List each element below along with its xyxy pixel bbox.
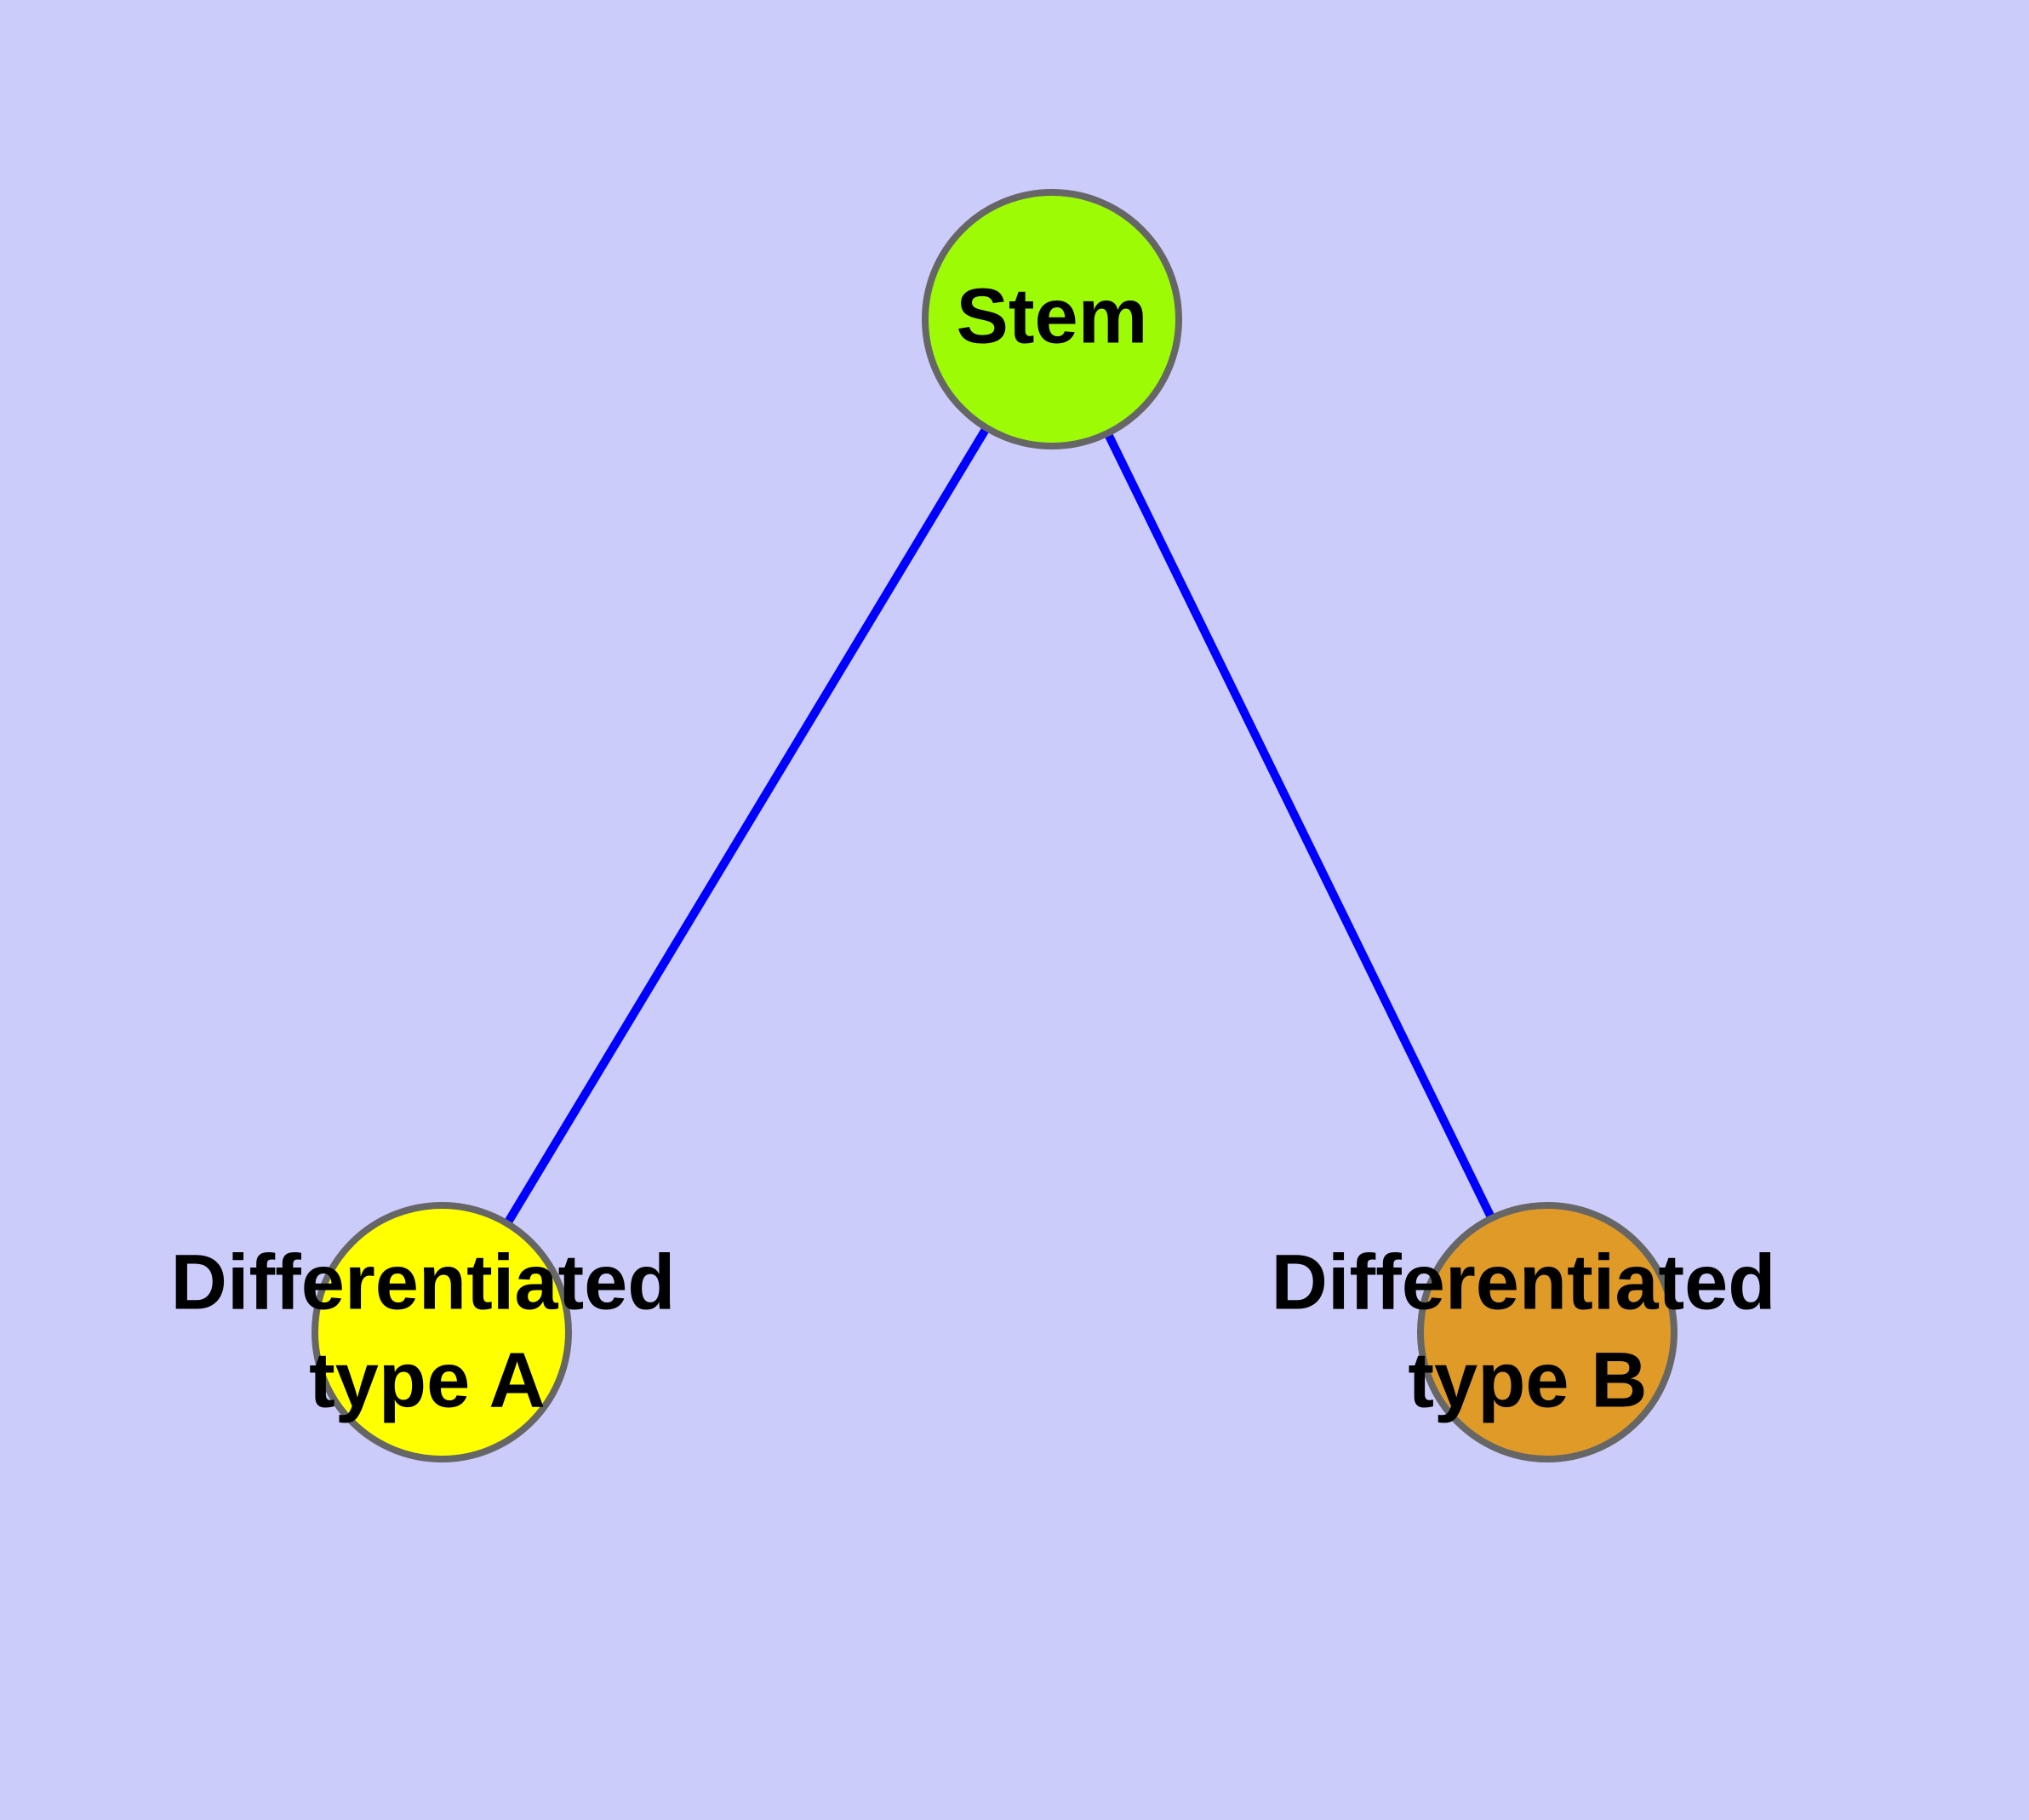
edge-stem-to-differentiated-type-a[interactable] xyxy=(437,317,1056,1335)
node-stem[interactable] xyxy=(922,189,1182,449)
node-stem-circle[interactable] xyxy=(922,189,1182,449)
node-layer xyxy=(311,189,1677,1462)
edge-layer xyxy=(437,317,1552,1335)
node-differentiated-type-a[interactable] xyxy=(311,1202,572,1462)
node-stem-label: Stem xyxy=(957,272,1148,359)
node-differentiated-type-b-circle[interactable] xyxy=(1417,1202,1677,1462)
node-differentiated-type-b-label-line2: type B xyxy=(1408,1336,1647,1423)
node-differentiated-type-a-label-line2: type A xyxy=(309,1336,546,1423)
node-differentiated-type-b[interactable] xyxy=(1417,1202,1677,1462)
node-differentiated-type-b-label: Differentiated type B xyxy=(1272,1239,1776,1423)
node-differentiated-type-a-label: Differentiated type A xyxy=(171,1239,676,1423)
label-layer: Stem Differentiated type A Differentiate… xyxy=(171,272,1776,1423)
node-differentiated-type-a-label-line1: Differentiated xyxy=(171,1239,676,1325)
node-differentiated-type-b-label-line1: Differentiated xyxy=(1272,1239,1776,1325)
edge-stem-to-differentiated-type-b[interactable] xyxy=(1048,317,1552,1335)
node-differentiated-type-a-circle[interactable] xyxy=(311,1202,572,1462)
